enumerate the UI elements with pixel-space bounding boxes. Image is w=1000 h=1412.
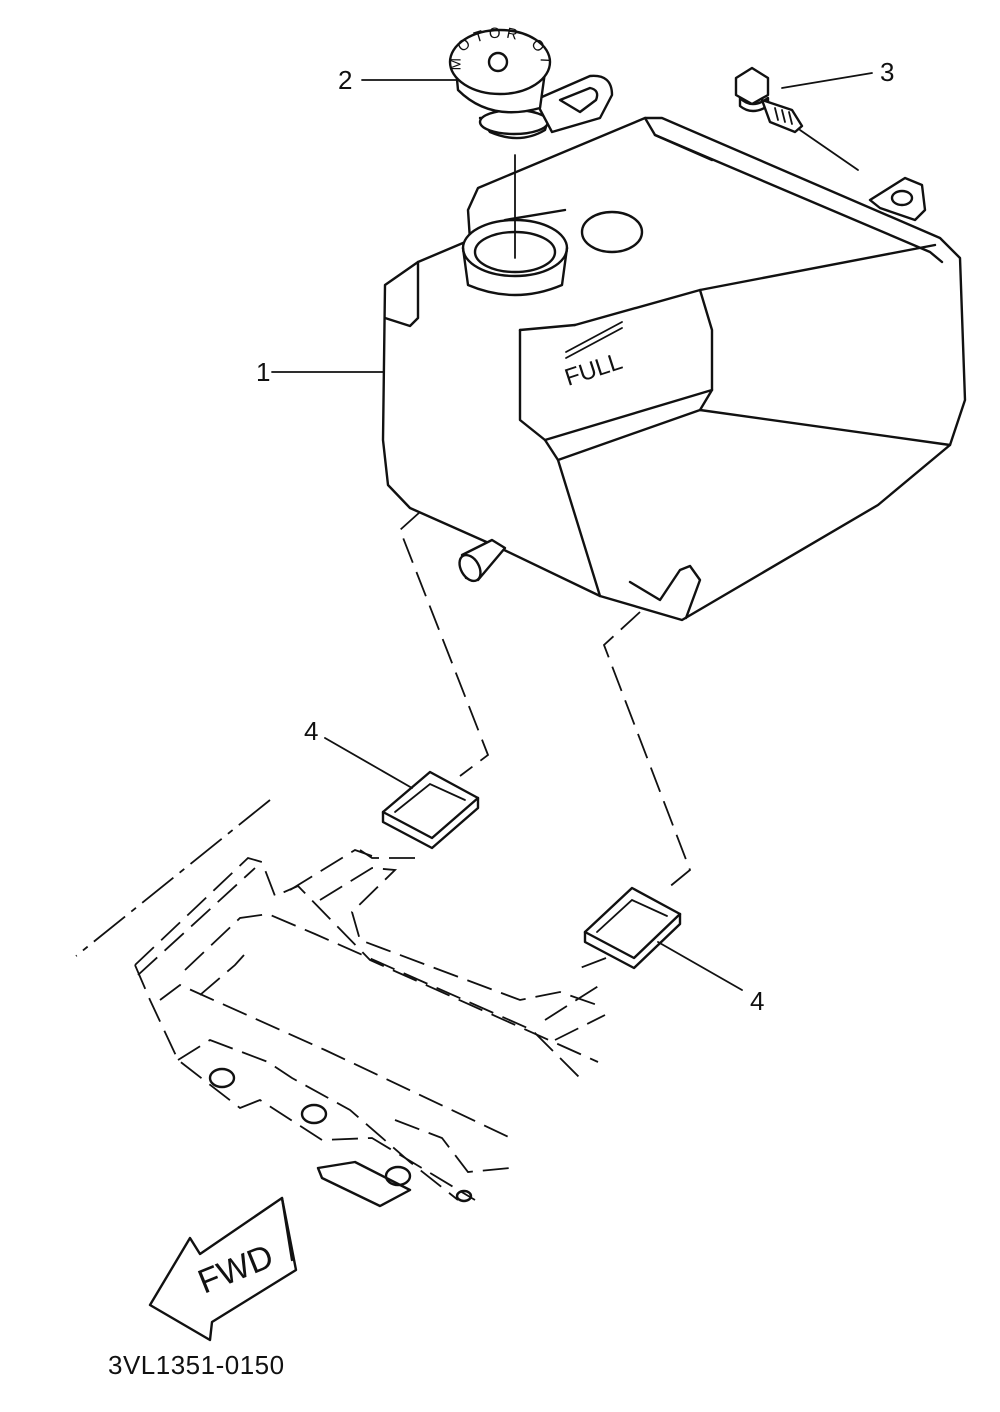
forward-direction-arrow: FWD <box>148 1196 298 1342</box>
callout-3: 3 <box>880 57 894 87</box>
callout-2: 2 <box>338 65 352 95</box>
leader-4-right <box>657 941 743 991</box>
grommet-left <box>381 770 480 850</box>
left-mount-guide <box>398 511 490 777</box>
leader-3 <box>781 72 873 89</box>
grommet-right <box>583 886 682 970</box>
callout-4-left: 4 <box>304 716 318 746</box>
callout-4-right: 4 <box>750 986 764 1016</box>
oil-filler-cap: MOTOR OIL <box>0 0 614 140</box>
callout-1: 1 <box>256 357 270 387</box>
right-grommet-drop <box>579 957 607 969</box>
bolt-axis-line <box>799 129 859 171</box>
right-mount-guide <box>602 611 692 889</box>
leader-4-left <box>324 737 413 789</box>
diagram-code: 3VL1351-0150 <box>108 1350 285 1380</box>
mounting-bolt <box>734 66 859 171</box>
oil-tank: FULL <box>381 116 967 622</box>
frame-bracket <box>75 799 606 1208</box>
